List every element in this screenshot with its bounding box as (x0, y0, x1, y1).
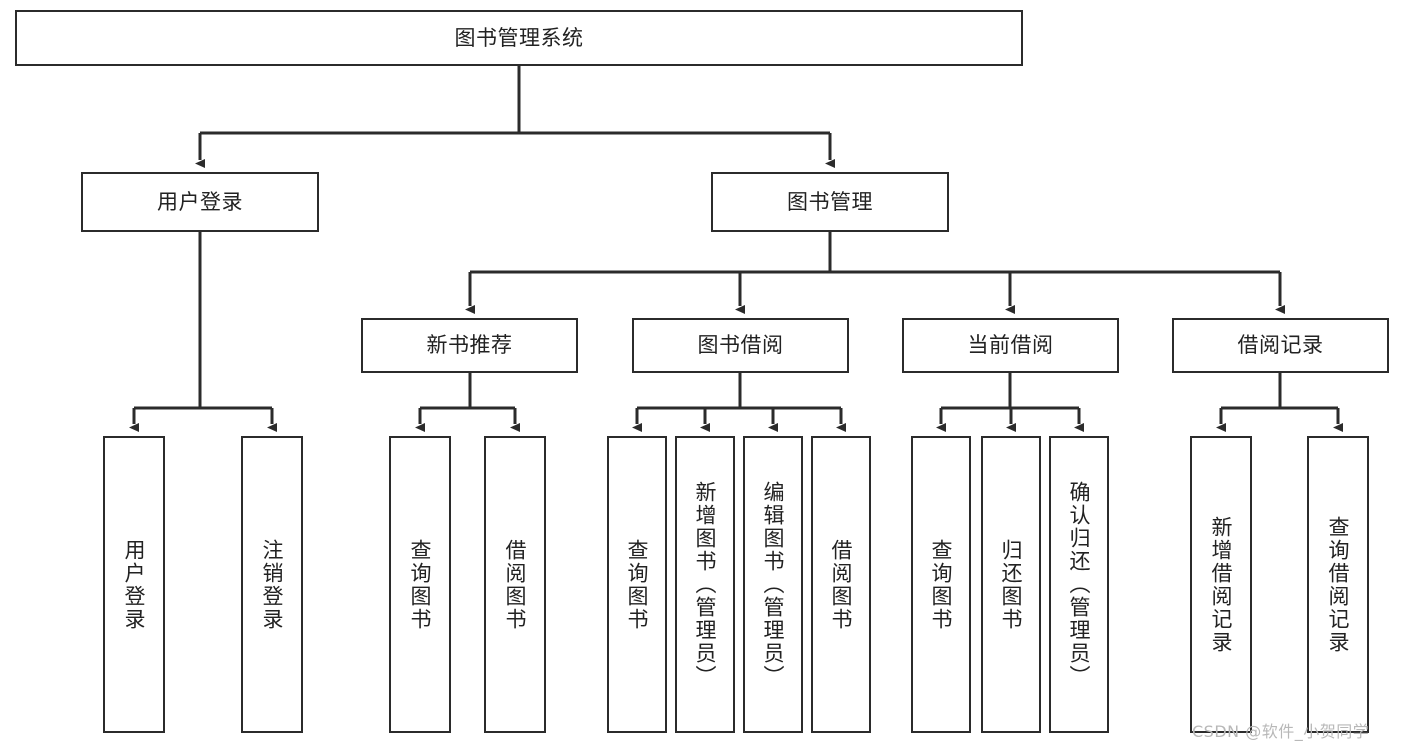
node-leaf-query-book-3-label: 查询图书 (929, 538, 954, 631)
node-leaf-confirm-return-admin-label: 确认归还（管理员） (1067, 481, 1092, 688)
node-leaf-query-borrow-record[interactable]: 查询借阅记录 (1307, 436, 1369, 733)
node-book-borrow-label: 图书借阅 (697, 333, 784, 358)
node-leaf-return-book-label: 归还图书 (999, 538, 1024, 631)
node-leaf-add-borrow-record[interactable]: 新增借阅记录 (1190, 436, 1252, 733)
node-leaf-edit-book-admin[interactable]: 编辑图书（管理员） (743, 436, 803, 733)
node-leaf-add-borrow-record-label: 新增借阅记录 (1209, 515, 1234, 654)
node-leaf-borrow-book-1[interactable]: 借阅图书 (484, 436, 546, 733)
node-leaf-user-login[interactable]: 用户登录 (103, 436, 165, 733)
node-borrow-record[interactable]: 借阅记录 (1172, 318, 1389, 373)
node-current-borrow-label: 当前借阅 (967, 333, 1054, 358)
node-root-label: 图书管理系统 (454, 25, 584, 50)
node-user-login-label: 用户登录 (157, 189, 243, 214)
node-leaf-query-book-1[interactable]: 查询图书 (389, 436, 451, 733)
node-leaf-query-book-2[interactable]: 查询图书 (607, 436, 667, 733)
node-leaf-user-logout-label: 注销登录 (260, 538, 285, 631)
node-leaf-edit-book-admin-label: 编辑图书（管理员） (761, 481, 786, 688)
node-leaf-query-book-1-label: 查询图书 (408, 538, 433, 631)
node-leaf-query-borrow-record-label: 查询借阅记录 (1326, 515, 1351, 654)
node-leaf-return-book[interactable]: 归还图书 (981, 436, 1041, 733)
node-root[interactable]: 图书管理系统 (15, 10, 1023, 66)
node-new-book-recommend[interactable]: 新书推荐 (361, 318, 578, 373)
node-leaf-borrow-book-2[interactable]: 借阅图书 (811, 436, 871, 733)
node-leaf-query-book-3[interactable]: 查询图书 (911, 436, 971, 733)
node-current-borrow[interactable]: 当前借阅 (902, 318, 1119, 373)
node-leaf-confirm-return-admin[interactable]: 确认归还（管理员） (1049, 436, 1109, 733)
node-new-book-recommend-label: 新书推荐 (426, 333, 513, 358)
node-leaf-query-book-2-label: 查询图书 (625, 538, 650, 631)
node-leaf-borrow-book-2-label: 借阅图书 (829, 538, 854, 631)
node-leaf-add-book-admin-label: 新增图书（管理员） (693, 481, 718, 688)
node-user-login[interactable]: 用户登录 (81, 172, 319, 232)
node-book-manage[interactable]: 图书管理 (711, 172, 949, 232)
node-book-manage-label: 图书管理 (787, 189, 873, 214)
csdn-watermark: CSDN @软件_小贺同学 (1192, 722, 1370, 741)
node-leaf-user-logout[interactable]: 注销登录 (241, 436, 303, 733)
node-book-borrow[interactable]: 图书借阅 (632, 318, 849, 373)
node-leaf-user-login-label: 用户登录 (122, 538, 147, 631)
node-leaf-borrow-book-1-label: 借阅图书 (503, 538, 528, 631)
node-borrow-record-label: 借阅记录 (1237, 333, 1324, 358)
node-leaf-add-book-admin[interactable]: 新增图书（管理员） (675, 436, 735, 733)
